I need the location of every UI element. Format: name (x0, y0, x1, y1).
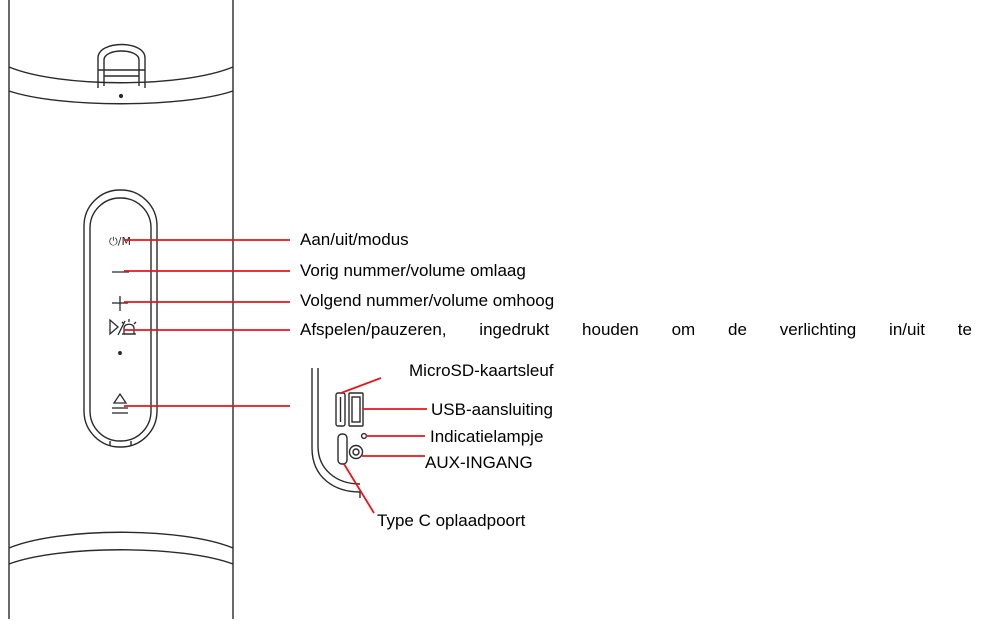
label-next-volume-up: Volgend nummer/volume omhoog (300, 291, 555, 310)
label-play-word: om (671, 320, 696, 339)
label-usb: USB-aansluiting (431, 400, 553, 419)
label-play-word: verlichting (779, 320, 857, 339)
type-c-port-icon (337, 433, 348, 465)
label-indicator: Indicatielampje (430, 427, 544, 446)
label-prev-volume-down: Vorig nummer/volume omlaag (300, 261, 526, 280)
label-play-word: in/uit (889, 320, 925, 339)
dot-mark (118, 351, 122, 355)
aux-jack-icon (348, 444, 364, 460)
power-mode-icon: ⏻/M (109, 235, 131, 248)
microsd-slot-icon (335, 392, 346, 427)
control-panel (83, 189, 158, 448)
eject-icon (112, 392, 128, 414)
bottom-cap (8, 531, 234, 565)
label-aux: AUX-INGANG (425, 453, 533, 472)
label-play-word: houden (582, 320, 639, 339)
leader-microsd (340, 377, 382, 394)
indicator-light-icon (360, 432, 368, 440)
top-cap (8, 43, 234, 105)
label-play-word: Afspelen/pauzeren, (300, 320, 447, 339)
label-power-mode: Aan/uit/modus (300, 230, 409, 249)
label-type-c: Type C oplaadpoort (377, 511, 526, 530)
usb-port-icon (348, 392, 364, 427)
button-glyphs: ⏻/M (109, 235, 137, 414)
leader-typec (343, 463, 375, 514)
label-play-word: de (727, 320, 747, 339)
label-microsd: MicroSD-kaartsleuf (409, 361, 554, 380)
leader-lines (124, 239, 427, 514)
label-play-pause: Afspelen/pauzeren, ingedrukt houden om d… (300, 320, 972, 340)
label-play-word: te (957, 320, 972, 339)
play-light-icon (109, 318, 137, 336)
plus-icon (112, 296, 128, 311)
strap-loop-icon (97, 43, 146, 88)
label-play-word: ingedrukt (479, 320, 550, 339)
port-panel (311, 368, 368, 498)
